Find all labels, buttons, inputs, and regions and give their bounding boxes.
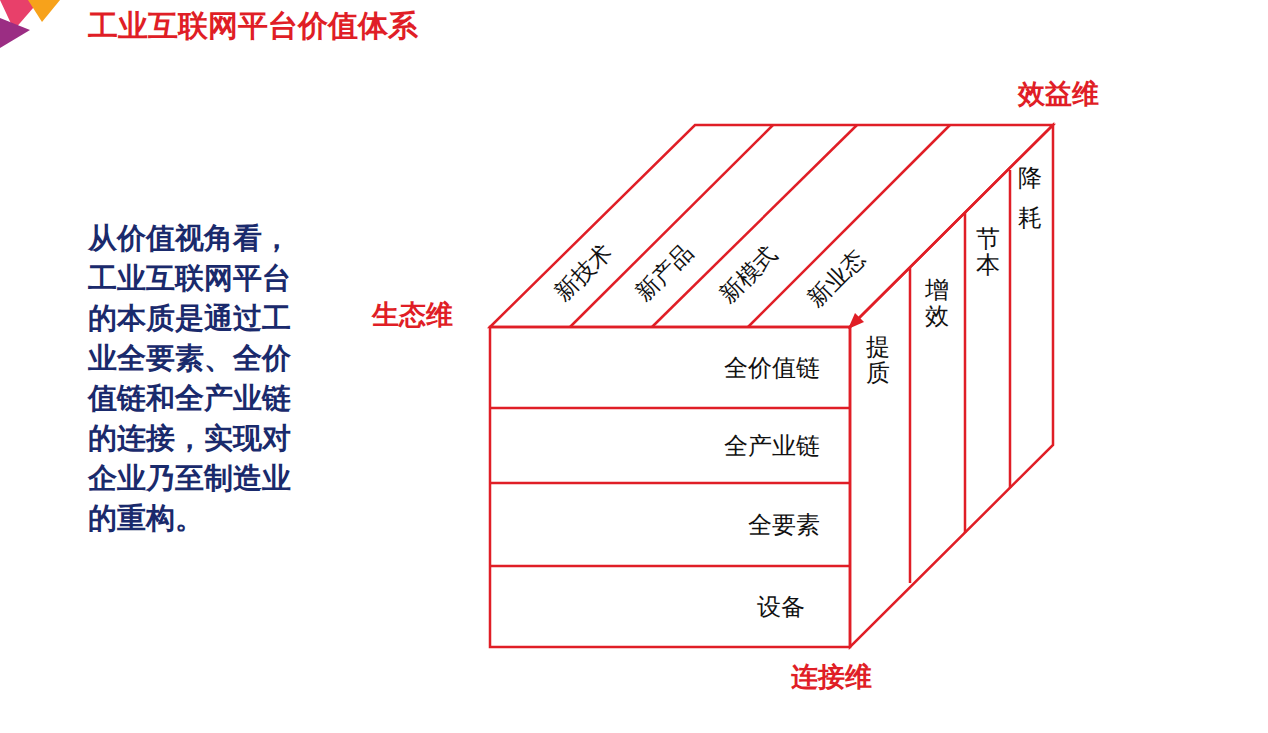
benefit-band: 降耗 xyxy=(1018,158,1042,239)
right-face xyxy=(850,125,1053,647)
band-label: 节本 xyxy=(976,226,1000,279)
band-label: 全产业链 xyxy=(724,430,820,462)
benefit-band: 提质 xyxy=(866,334,890,387)
band-label: 新技术 xyxy=(548,237,619,308)
band-divider xyxy=(490,407,850,410)
benefit-band: 增效 xyxy=(925,277,949,330)
slide-title: 工业互联网平台价值体系 xyxy=(88,6,418,47)
ecosystem-band: 新模式 xyxy=(714,259,783,290)
band-label: 全价值链 xyxy=(724,352,820,384)
band-label: 增效 xyxy=(925,277,949,330)
description-text: 从价值视角看，工业互联网平台的本质是通过工业全要素、全价值链和全产业链的连接，实… xyxy=(88,218,313,538)
axis-label: 连接维 xyxy=(791,659,872,695)
ecosystem-band: 新业态 xyxy=(802,263,871,294)
band-divider xyxy=(490,482,850,485)
band-label: 全要素 xyxy=(748,509,820,541)
strip-divider xyxy=(748,125,950,327)
axis-label: 效益维 xyxy=(1018,76,1099,112)
connection-band: 全要素 xyxy=(490,483,850,566)
axis-arrowhead xyxy=(848,313,864,329)
front-face xyxy=(490,327,850,647)
band-label: 设备 xyxy=(757,591,805,623)
band-label: 新产品 xyxy=(629,237,700,308)
band-label: 降耗 xyxy=(1018,158,1042,239)
corner-decoration xyxy=(28,0,60,22)
top-face xyxy=(490,125,1053,327)
band-label: 新业态 xyxy=(801,243,872,314)
corner-decoration xyxy=(0,18,30,48)
strip-divider xyxy=(1009,170,1012,488)
connection-band: 设备 xyxy=(490,566,850,647)
axis-label: 生态维 xyxy=(372,297,453,333)
strip-divider xyxy=(909,268,912,583)
connection-band: 全价值链 xyxy=(490,327,850,408)
band-divider xyxy=(490,565,850,568)
benefit-band: 节本 xyxy=(976,226,1000,279)
ecosystem-band: 新技术 xyxy=(549,257,618,288)
connection-band: 全产业链 xyxy=(490,408,850,483)
band-label: 新模式 xyxy=(713,239,784,310)
ecosystem-band: 新产品 xyxy=(630,257,699,288)
strip-divider xyxy=(964,213,967,533)
band-label: 提质 xyxy=(866,334,890,387)
